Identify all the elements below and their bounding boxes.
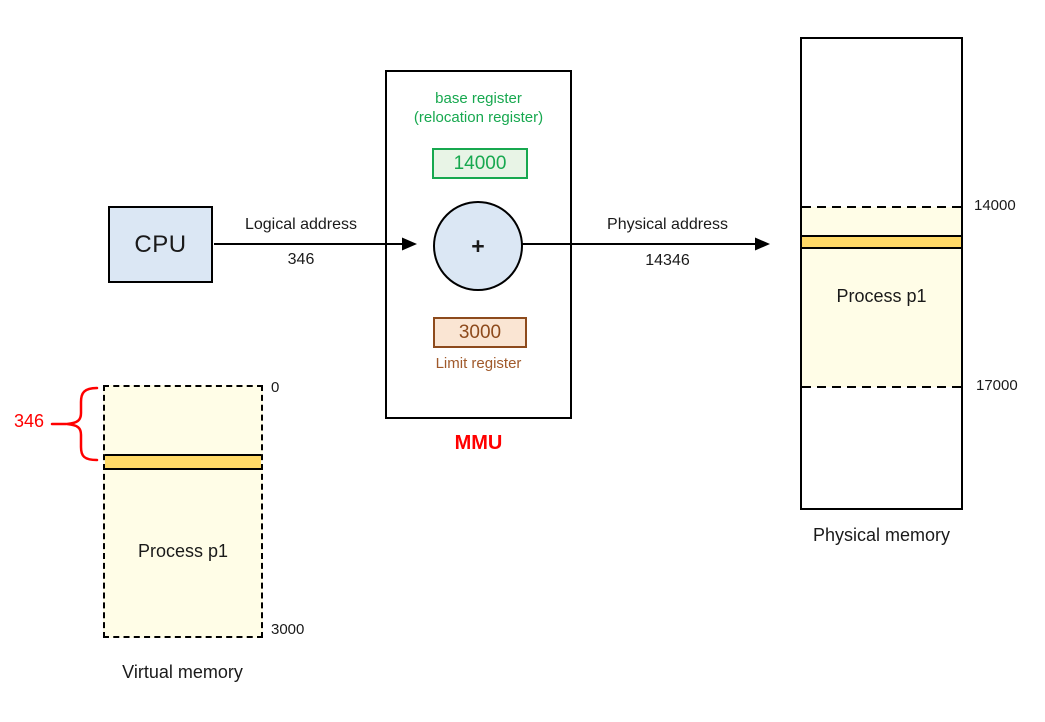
physical-memory-start-address: 14000 (974, 197, 1016, 214)
base-register-value-box: 14000 (432, 148, 528, 179)
offset-brace (65, 386, 99, 462)
base-register-label: base register (relocation register) (385, 89, 572, 127)
logical-address-value: 346 (287, 251, 315, 268)
virtual-memory-box: Process p1 (103, 385, 263, 638)
mmu-title: MMU (454, 432, 503, 454)
cpu-label: CPU (134, 230, 187, 258)
physical-memory-address-stripe (802, 235, 961, 249)
base-register-label-line2: (relocation register) (413, 109, 544, 126)
physical-address-value: 14346 (645, 252, 690, 269)
cpu-box: CPU (108, 206, 213, 283)
physical-memory-title: Physical memory (812, 525, 951, 545)
plus-icon: + (471, 232, 485, 259)
virtual-memory-address-stripe (105, 454, 261, 470)
physical-memory-box: Process p1 (800, 37, 963, 510)
base-register-value: 14000 (453, 152, 507, 174)
physical-address-arrowhead-icon (755, 237, 770, 251)
limit-register-value: 3000 (458, 321, 502, 343)
offset-value: 346 (14, 411, 45, 431)
physical-memory-process-label: Process p1 (836, 286, 927, 306)
virtual-memory-start-address: 0 (271, 379, 280, 396)
physical-address-label: Physical address (607, 216, 728, 233)
limit-register-label: Limit register (435, 355, 522, 372)
virtual-memory-end-address: 3000 (271, 621, 305, 638)
logical-address-label: Logical address (244, 216, 358, 233)
limit-register-value-box: 3000 (433, 317, 527, 348)
base-register-label-line1: base register (435, 90, 522, 107)
virtual-memory-title: Virtual memory (122, 662, 243, 682)
virtual-memory-process-label: Process p1 (137, 541, 229, 561)
adder-circle: + (433, 201, 523, 291)
physical-memory-end-address: 17000 (976, 377, 1018, 394)
